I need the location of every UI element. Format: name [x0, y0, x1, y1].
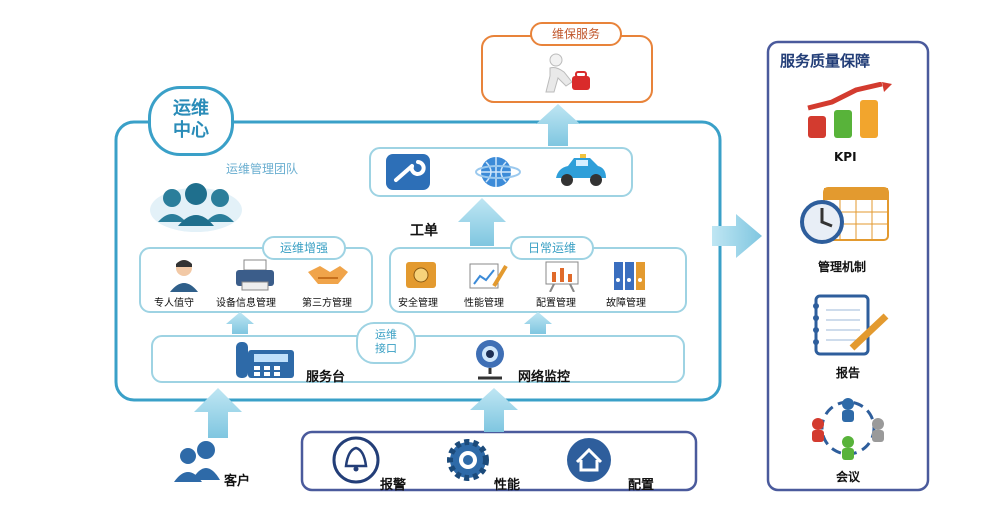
enhance-item-1: 专人值守 [154, 298, 194, 309]
home-config-icon [567, 438, 611, 482]
meeting-people-icon [812, 398, 884, 460]
enhance-item-2: 设备信息管理 [216, 298, 276, 309]
daily-title: 日常运维 [510, 236, 594, 260]
work-order-label: 工单 [410, 223, 438, 239]
quality-item-kpi: KPI [834, 150, 857, 164]
config-label: 配置 [628, 478, 655, 493]
desk-phone-icon [236, 342, 294, 378]
quality-item-mechanism: 管理机制 [818, 260, 867, 274]
performance-label: 性能 [494, 478, 521, 493]
daily-item-3: 配置管理 [536, 298, 576, 309]
interface-title-line1: 运维 [375, 328, 397, 341]
ops-center-title-badge: 运维 中心 [148, 86, 234, 156]
clock-calendar-icon [800, 187, 889, 244]
team-label: 运维管理团队 [226, 162, 299, 176]
handshake-icon [308, 266, 348, 284]
alarm-label: 报警 [380, 478, 407, 493]
printer-icon [236, 259, 274, 291]
arrow-up-daily [524, 312, 552, 334]
arrow-work-order [458, 198, 506, 246]
network-monitor-label: 网络监控 [518, 370, 571, 385]
safe-icon [406, 262, 436, 288]
notebook-pen-icon [813, 294, 889, 356]
webcam-icon [476, 340, 504, 380]
arrow-up-enhance [226, 312, 254, 334]
gear-icon [447, 439, 489, 481]
binders-icon [614, 262, 645, 290]
maintenance-worker-icon [545, 53, 590, 93]
interface-title-badge: 运维 接口 [356, 322, 416, 364]
globe-icon [475, 157, 521, 187]
interface-title-line2: 接口 [375, 342, 397, 355]
quality-frame [766, 40, 930, 492]
ops-center-title-line1: 运维 [173, 98, 209, 119]
arrow-up-customer [194, 388, 242, 438]
kpi-bar-chart-icon [807, 82, 892, 138]
interface-frame [151, 335, 685, 383]
daily-item-1: 安全管理 [398, 298, 438, 309]
team-icon [150, 183, 242, 232]
quality-item-meeting: 会议 [836, 470, 861, 484]
arrow-up-to-service [536, 104, 580, 146]
quality-item-report: 报告 [836, 366, 861, 380]
enhance-item-3: 第三方管理 [302, 298, 352, 309]
performance-chart-icon [469, 263, 508, 289]
service-desk-label: 服务台 [306, 370, 346, 385]
daily-item-2: 性能管理 [464, 298, 504, 309]
alarm-bell-icon [332, 436, 380, 484]
on-duty-person-icon [170, 260, 198, 292]
enhance-title: 运维增强 [262, 236, 346, 260]
customer-icon [174, 441, 220, 482]
arrow-up-monitor [470, 388, 518, 432]
wrench-icon [386, 154, 430, 190]
customer-label: 客户 [224, 474, 251, 489]
car-icon [556, 154, 606, 186]
quality-title: 服务质量保障 [780, 52, 871, 70]
arrow-right-quality [712, 214, 762, 258]
daily-item-4: 故障管理 [606, 298, 646, 309]
service-title: 维保服务 [530, 22, 622, 46]
config-board-icon [545, 261, 579, 292]
ops-center-title-line2: 中心 [173, 120, 209, 141]
